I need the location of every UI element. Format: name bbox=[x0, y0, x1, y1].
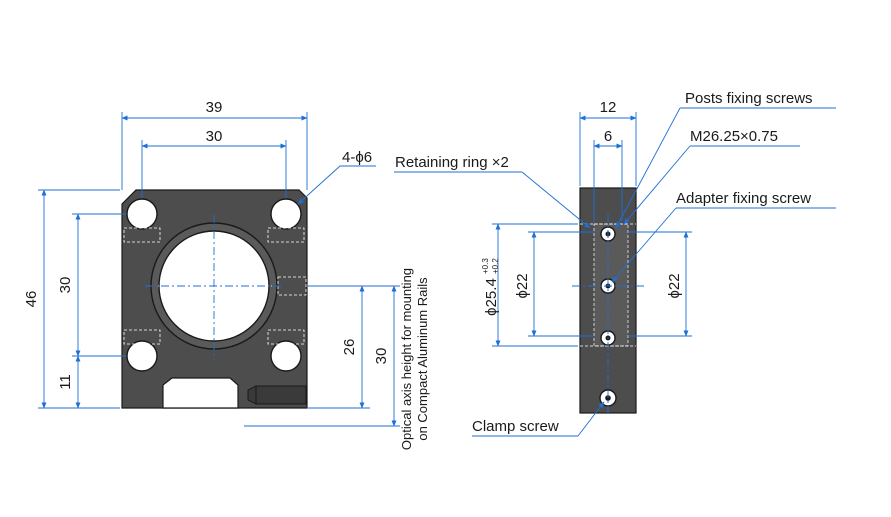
dim-bore-diameter: ϕ25.4 bbox=[483, 278, 500, 316]
side-view: 12 6 ϕ25.4 +0.3 +0.2 ϕ22 ϕ22 Posts fixin… bbox=[394, 90, 836, 437]
callout-retaining-ring: Retaining ring ×2 bbox=[395, 154, 509, 171]
callout-clamp-screw: Clamp screw bbox=[472, 418, 559, 435]
hidden-hole-4 bbox=[267, 329, 305, 345]
dim-height-46: 46 bbox=[23, 291, 40, 308]
optical-axis-note-line1: Optical axis height for mounting bbox=[399, 268, 414, 450]
dim-width-39: 39 bbox=[206, 99, 223, 116]
dim-inner-diameter-right: ϕ22 bbox=[666, 273, 683, 298]
holes-callout: 4-ϕ6 bbox=[342, 149, 372, 166]
bore-tol-upper: +0.3 bbox=[481, 258, 490, 274]
hidden-hole-3 bbox=[123, 329, 161, 345]
hidden-hole-1 bbox=[123, 227, 161, 243]
bore-tol-lower: +0.2 bbox=[491, 258, 500, 274]
hidden-hole-2 bbox=[267, 227, 305, 243]
dim-width-30: 30 bbox=[206, 128, 223, 145]
callout-thread: M26.25×0.75 bbox=[690, 128, 778, 145]
dim-axis-30: 30 bbox=[373, 348, 390, 365]
dim-inner-diameter-left: ϕ22 bbox=[514, 273, 531, 298]
clamp-screw-tip bbox=[247, 385, 257, 405]
mount-hole-bottom-right bbox=[270, 340, 302, 372]
front-view: 39 30 4-ϕ6 46 30 11 26 30 Optical axis h… bbox=[23, 99, 430, 450]
dim-axis-26: 26 bbox=[341, 339, 358, 356]
dim-height-11: 11 bbox=[57, 374, 74, 390]
mount-hole-top-left bbox=[126, 198, 158, 230]
mount-hole-bottom-left bbox=[126, 340, 158, 372]
bore-diameter-label: ϕ25.4 +0.3 +0.2 bbox=[481, 258, 500, 316]
callout-adapter-fixing-screw: Adapter fixing screw bbox=[676, 190, 811, 207]
dim-height-30: 30 bbox=[57, 277, 74, 294]
rail-notch bbox=[162, 377, 239, 409]
optical-axis-note-line2: on Compact Aluminum Rails bbox=[415, 277, 430, 441]
callout-posts-fixing-screws: Posts fixing screws bbox=[685, 90, 813, 107]
dim-side-6: 6 bbox=[604, 128, 612, 145]
clamp-screw-head bbox=[255, 385, 307, 405]
dim-side-12: 12 bbox=[600, 99, 617, 116]
mount-hole-top-right bbox=[270, 198, 302, 230]
